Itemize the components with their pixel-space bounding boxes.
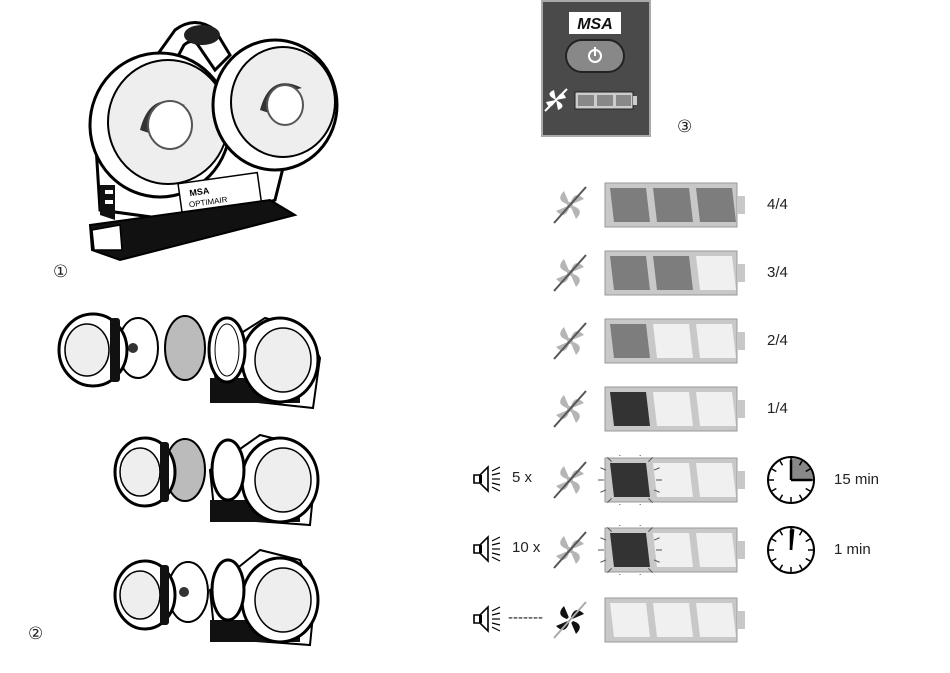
control-panel: MSA bbox=[541, 0, 651, 137]
battery-segment bbox=[696, 188, 736, 222]
blink-ray bbox=[653, 467, 660, 471]
blink-ray bbox=[619, 573, 621, 575]
battery-segment bbox=[696, 463, 736, 497]
charge-level-label: 2/4 bbox=[767, 332, 788, 349]
timer-clock-icon bbox=[767, 526, 815, 574]
alarm-timer bbox=[767, 526, 815, 574]
charge-level-row bbox=[553, 182, 745, 228]
blink-ray bbox=[600, 537, 607, 541]
blink-ray bbox=[648, 527, 653, 532]
battery-icon bbox=[598, 525, 745, 575]
blink-ray bbox=[600, 559, 607, 563]
figure-2-marker: ② bbox=[28, 624, 44, 644]
battery-segment bbox=[696, 256, 736, 290]
blink-ray bbox=[648, 568, 653, 573]
charge-level-row bbox=[553, 250, 745, 296]
battery-segment bbox=[696, 324, 736, 358]
battery-segment bbox=[610, 256, 650, 290]
battery-segment bbox=[653, 463, 693, 497]
battery-segment bbox=[653, 392, 693, 426]
device-brand: MSA bbox=[189, 185, 211, 198]
blink-ray bbox=[600, 467, 607, 471]
beep-count-label: ------- bbox=[508, 609, 543, 626]
panel-fan-icon bbox=[544, 88, 568, 112]
fan-icon bbox=[553, 461, 587, 499]
battery-segment bbox=[696, 392, 736, 426]
battery-segment bbox=[610, 324, 650, 358]
remaining-time-label: 1 min bbox=[834, 541, 871, 558]
charge-level-label: 4/4 bbox=[767, 196, 788, 213]
alarm-battery-row bbox=[553, 597, 745, 643]
filter-exploded-view-2 bbox=[113, 433, 320, 527]
battery-segment bbox=[610, 603, 650, 637]
speaker-icon bbox=[473, 535, 501, 563]
filter-exploded-view-3 bbox=[113, 548, 320, 647]
alarm-speaker bbox=[473, 465, 501, 493]
alarm-battery-row bbox=[553, 525, 745, 575]
blink-ray bbox=[639, 525, 641, 527]
battery-icon bbox=[604, 597, 745, 643]
blink-ray bbox=[639, 503, 641, 505]
battery-icon bbox=[604, 250, 745, 296]
fan-icon bbox=[553, 531, 587, 569]
blink-ray bbox=[639, 455, 641, 457]
assembled-device-illustration: MSA OPTIMAIR 3000 bbox=[88, 21, 339, 262]
charge-level-row bbox=[553, 318, 745, 364]
alarm-speaker bbox=[473, 605, 501, 633]
figure-3-marker: ③ bbox=[677, 117, 693, 137]
fan-icon bbox=[553, 186, 587, 224]
charge-level-label: 3/4 bbox=[767, 264, 788, 281]
battery-segment bbox=[610, 533, 650, 567]
blink-ray bbox=[648, 457, 653, 462]
panel-brand: MSA bbox=[577, 16, 613, 33]
battery-segment bbox=[653, 256, 693, 290]
charge-level-label: 1/4 bbox=[767, 400, 788, 417]
filter-exploded-view-1 bbox=[57, 312, 322, 410]
blink-ray bbox=[600, 489, 607, 493]
blink-ray bbox=[619, 455, 621, 457]
blink-ray bbox=[607, 568, 612, 573]
blink-ray bbox=[619, 525, 621, 527]
speaker-icon bbox=[473, 605, 501, 633]
charge-level-row bbox=[553, 386, 745, 432]
battery-segment bbox=[610, 188, 650, 222]
alarm-speaker bbox=[473, 535, 501, 563]
fan-icon bbox=[553, 322, 587, 360]
battery-segment bbox=[653, 324, 693, 358]
fan-stopped-icon bbox=[553, 601, 587, 639]
timer-clock-icon bbox=[767, 456, 815, 504]
fan-icon bbox=[553, 254, 587, 292]
alarm-battery-row bbox=[553, 455, 745, 505]
fan-icon bbox=[553, 390, 587, 428]
blink-ray bbox=[639, 573, 641, 575]
battery-icon bbox=[598, 455, 745, 505]
battery-segment bbox=[653, 533, 693, 567]
beep-count-label: 5 x bbox=[512, 469, 533, 486]
alarm-timer bbox=[767, 456, 815, 504]
speaker-icon bbox=[473, 465, 501, 493]
battery-segment bbox=[696, 533, 736, 567]
battery-icon bbox=[604, 386, 745, 432]
blink-ray bbox=[619, 503, 621, 505]
blink-ray bbox=[653, 559, 660, 563]
battery-icon bbox=[604, 318, 745, 364]
battery-segment bbox=[653, 188, 693, 222]
blink-ray bbox=[607, 527, 612, 532]
remaining-time-label: 15 min bbox=[834, 471, 880, 488]
blink-ray bbox=[653, 537, 660, 541]
beep-count-label: 10 x bbox=[512, 539, 541, 556]
blink-ray bbox=[653, 489, 660, 493]
blink-ray bbox=[607, 498, 612, 503]
blink-ray bbox=[607, 457, 612, 462]
blink-ray bbox=[648, 498, 653, 503]
figure-1-marker: ① bbox=[53, 262, 69, 282]
battery-segment bbox=[610, 392, 650, 426]
battery-segment bbox=[610, 463, 650, 497]
battery-icon bbox=[604, 182, 745, 228]
battery-segment bbox=[653, 603, 693, 637]
battery-segment bbox=[696, 603, 736, 637]
